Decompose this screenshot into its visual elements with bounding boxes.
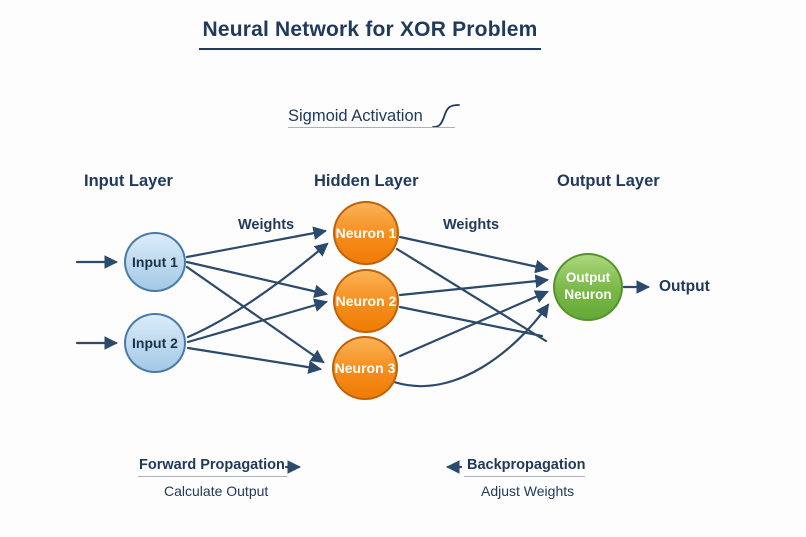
- edge-input1-neuron3: [185, 265, 325, 364]
- weights-label-right: Weights: [443, 217, 500, 233]
- output-layer-label: Output Layer: [557, 172, 660, 190]
- sigmoid-underline: [288, 127, 455, 128]
- node-neuron-3-label: Neuron 3: [334, 360, 396, 376]
- sigmoid-curve-icon: [431, 103, 461, 129]
- weights-label-left: Weights: [238, 217, 295, 233]
- edge-input2-neuron1: [186, 242, 329, 339]
- edge-input2-neuron2: [186, 298, 328, 344]
- hidden-layer-label: Hidden Layer: [314, 172, 419, 190]
- forward-underline: [138, 476, 287, 477]
- edge-input1-neuron2: [185, 260, 328, 299]
- node-neuron-2: Neuron 2: [333, 269, 399, 333]
- node-output-neuron-label: Output Neuron: [564, 270, 612, 302]
- title-underline: [199, 48, 541, 50]
- node-output-neuron: Output Neuron: [553, 253, 623, 321]
- node-input-1: Input 1: [124, 232, 186, 292]
- sigmoid-activation-text: Sigmoid Activation: [288, 106, 423, 125]
- edge-neuron2-output-b: [398, 305, 544, 338]
- edge-neuron1-output-b: [395, 247, 548, 343]
- calculate-output-label: Calculate Output: [164, 483, 269, 499]
- backpropagation-underline: [464, 476, 585, 477]
- sigmoid-activation-label: Sigmoid Activation: [288, 103, 461, 129]
- page-title: Neural Network for XOR Problem: [202, 18, 538, 41]
- adjust-weights-label: Adjust Weights: [481, 483, 575, 499]
- node-input-1-label: Input 1: [132, 254, 178, 270]
- output-arrow-label: Output: [659, 278, 710, 295]
- backpropagation-label: Backpropagation: [467, 457, 586, 473]
- node-neuron-3: Neuron 3: [332, 336, 398, 400]
- edge-neuron2-output-a: [398, 274, 550, 297]
- input-layer-label: Input Layer: [84, 172, 173, 190]
- node-neuron-2-label: Neuron 2: [335, 293, 397, 309]
- edge-input1-neuron1: [185, 226, 328, 259]
- node-neuron-1-label: Neuron 1: [335, 225, 397, 241]
- forward-propagation-label: Forward Propagation: [139, 457, 285, 473]
- edge-input2-neuron3: [186, 346, 323, 374]
- edge-neuron3-output-a: [398, 290, 549, 358]
- edge-neuron1-output-a: [398, 235, 549, 274]
- node-input-2-label: Input 2: [132, 335, 178, 351]
- node-input-2: Input 2: [124, 313, 186, 373]
- node-neuron-1: Neuron 1: [333, 201, 399, 265]
- edge-neuron3-output-b: [392, 303, 550, 388]
